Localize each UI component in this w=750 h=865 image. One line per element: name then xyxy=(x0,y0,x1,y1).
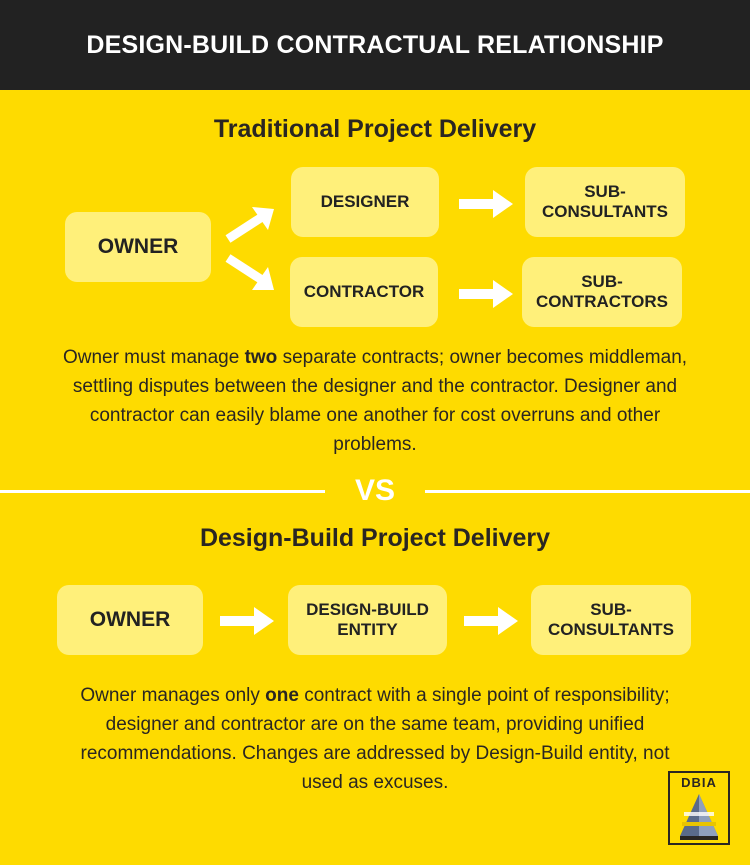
contractor-label: CONTRACTOR xyxy=(303,281,425,301)
desc-text: separate contracts; owner becomes middle… xyxy=(72,347,688,455)
subconsultants-label-line1: SUB- xyxy=(590,599,632,619)
header-bar: DESIGN-BUILD CONTRACTUAL RELATIONSHIP xyxy=(0,0,750,90)
arrow-right-icon xyxy=(464,607,518,635)
entity-label-line1: DESIGN-BUILD xyxy=(306,599,429,619)
subconsultants-label-line2: CONSULTANTS xyxy=(548,620,674,639)
owner-label: OWNER xyxy=(89,608,171,632)
contractor-box: CONTRACTOR xyxy=(290,257,438,327)
subcontractors-label-line2: CONTRACTORS xyxy=(536,292,668,311)
traditional-section-title: Traditional Project Delivery xyxy=(213,115,537,143)
designer-label: DESIGNER xyxy=(320,191,410,211)
traditional-subconsultants-box: SUB- CONSULTANTS xyxy=(525,167,685,237)
dbia-logo: DBIA xyxy=(668,771,730,845)
desc-emphasis: two xyxy=(244,347,278,368)
entity-label-line2: ENTITY xyxy=(337,620,398,639)
design-build-section-title: Design-Build Project Delivery xyxy=(199,524,551,552)
desc-text: contract with a single point of responsi… xyxy=(80,685,670,793)
pyramid-icon xyxy=(680,794,718,840)
traditional-description: Owner must manage two separate contracts… xyxy=(60,343,690,459)
desc-text: Owner must manage xyxy=(62,347,245,368)
desc-text: Owner manages only xyxy=(80,685,266,706)
designer-box: DESIGNER xyxy=(291,167,439,237)
subconsultants-label-line2: CONSULTANTS xyxy=(542,202,668,221)
design-build-entity-box: DESIGN-BUILD ENTITY xyxy=(288,585,447,655)
owner-label: OWNER xyxy=(97,235,179,259)
design-build-description: Owner manages only one contract with a s… xyxy=(60,681,690,797)
arrow-right-icon xyxy=(459,280,513,308)
divider-right xyxy=(425,490,750,493)
arrow-down-right-icon xyxy=(225,254,274,290)
subconsultants-label-line1: SUB- xyxy=(584,181,626,201)
page-title: DESIGN-BUILD CONTRACTUAL RELATIONSHIP xyxy=(86,30,664,59)
traditional-owner-box: OWNER xyxy=(65,212,211,282)
design-build-subconsultants-box: SUB- CONSULTANTS xyxy=(531,585,691,655)
desc-emphasis: one xyxy=(265,685,299,706)
design-build-owner-box: OWNER xyxy=(57,585,203,655)
logo-text: DBIA xyxy=(681,775,717,790)
vs-label: VS xyxy=(354,474,396,507)
divider-left xyxy=(0,490,325,493)
subcontractors-label-line1: SUB- xyxy=(581,271,623,291)
arrow-right-icon xyxy=(220,607,274,635)
subcontractors-box: SUB- CONTRACTORS xyxy=(522,257,682,327)
arrow-up-right-icon xyxy=(225,207,274,243)
arrow-right-icon xyxy=(459,190,513,218)
